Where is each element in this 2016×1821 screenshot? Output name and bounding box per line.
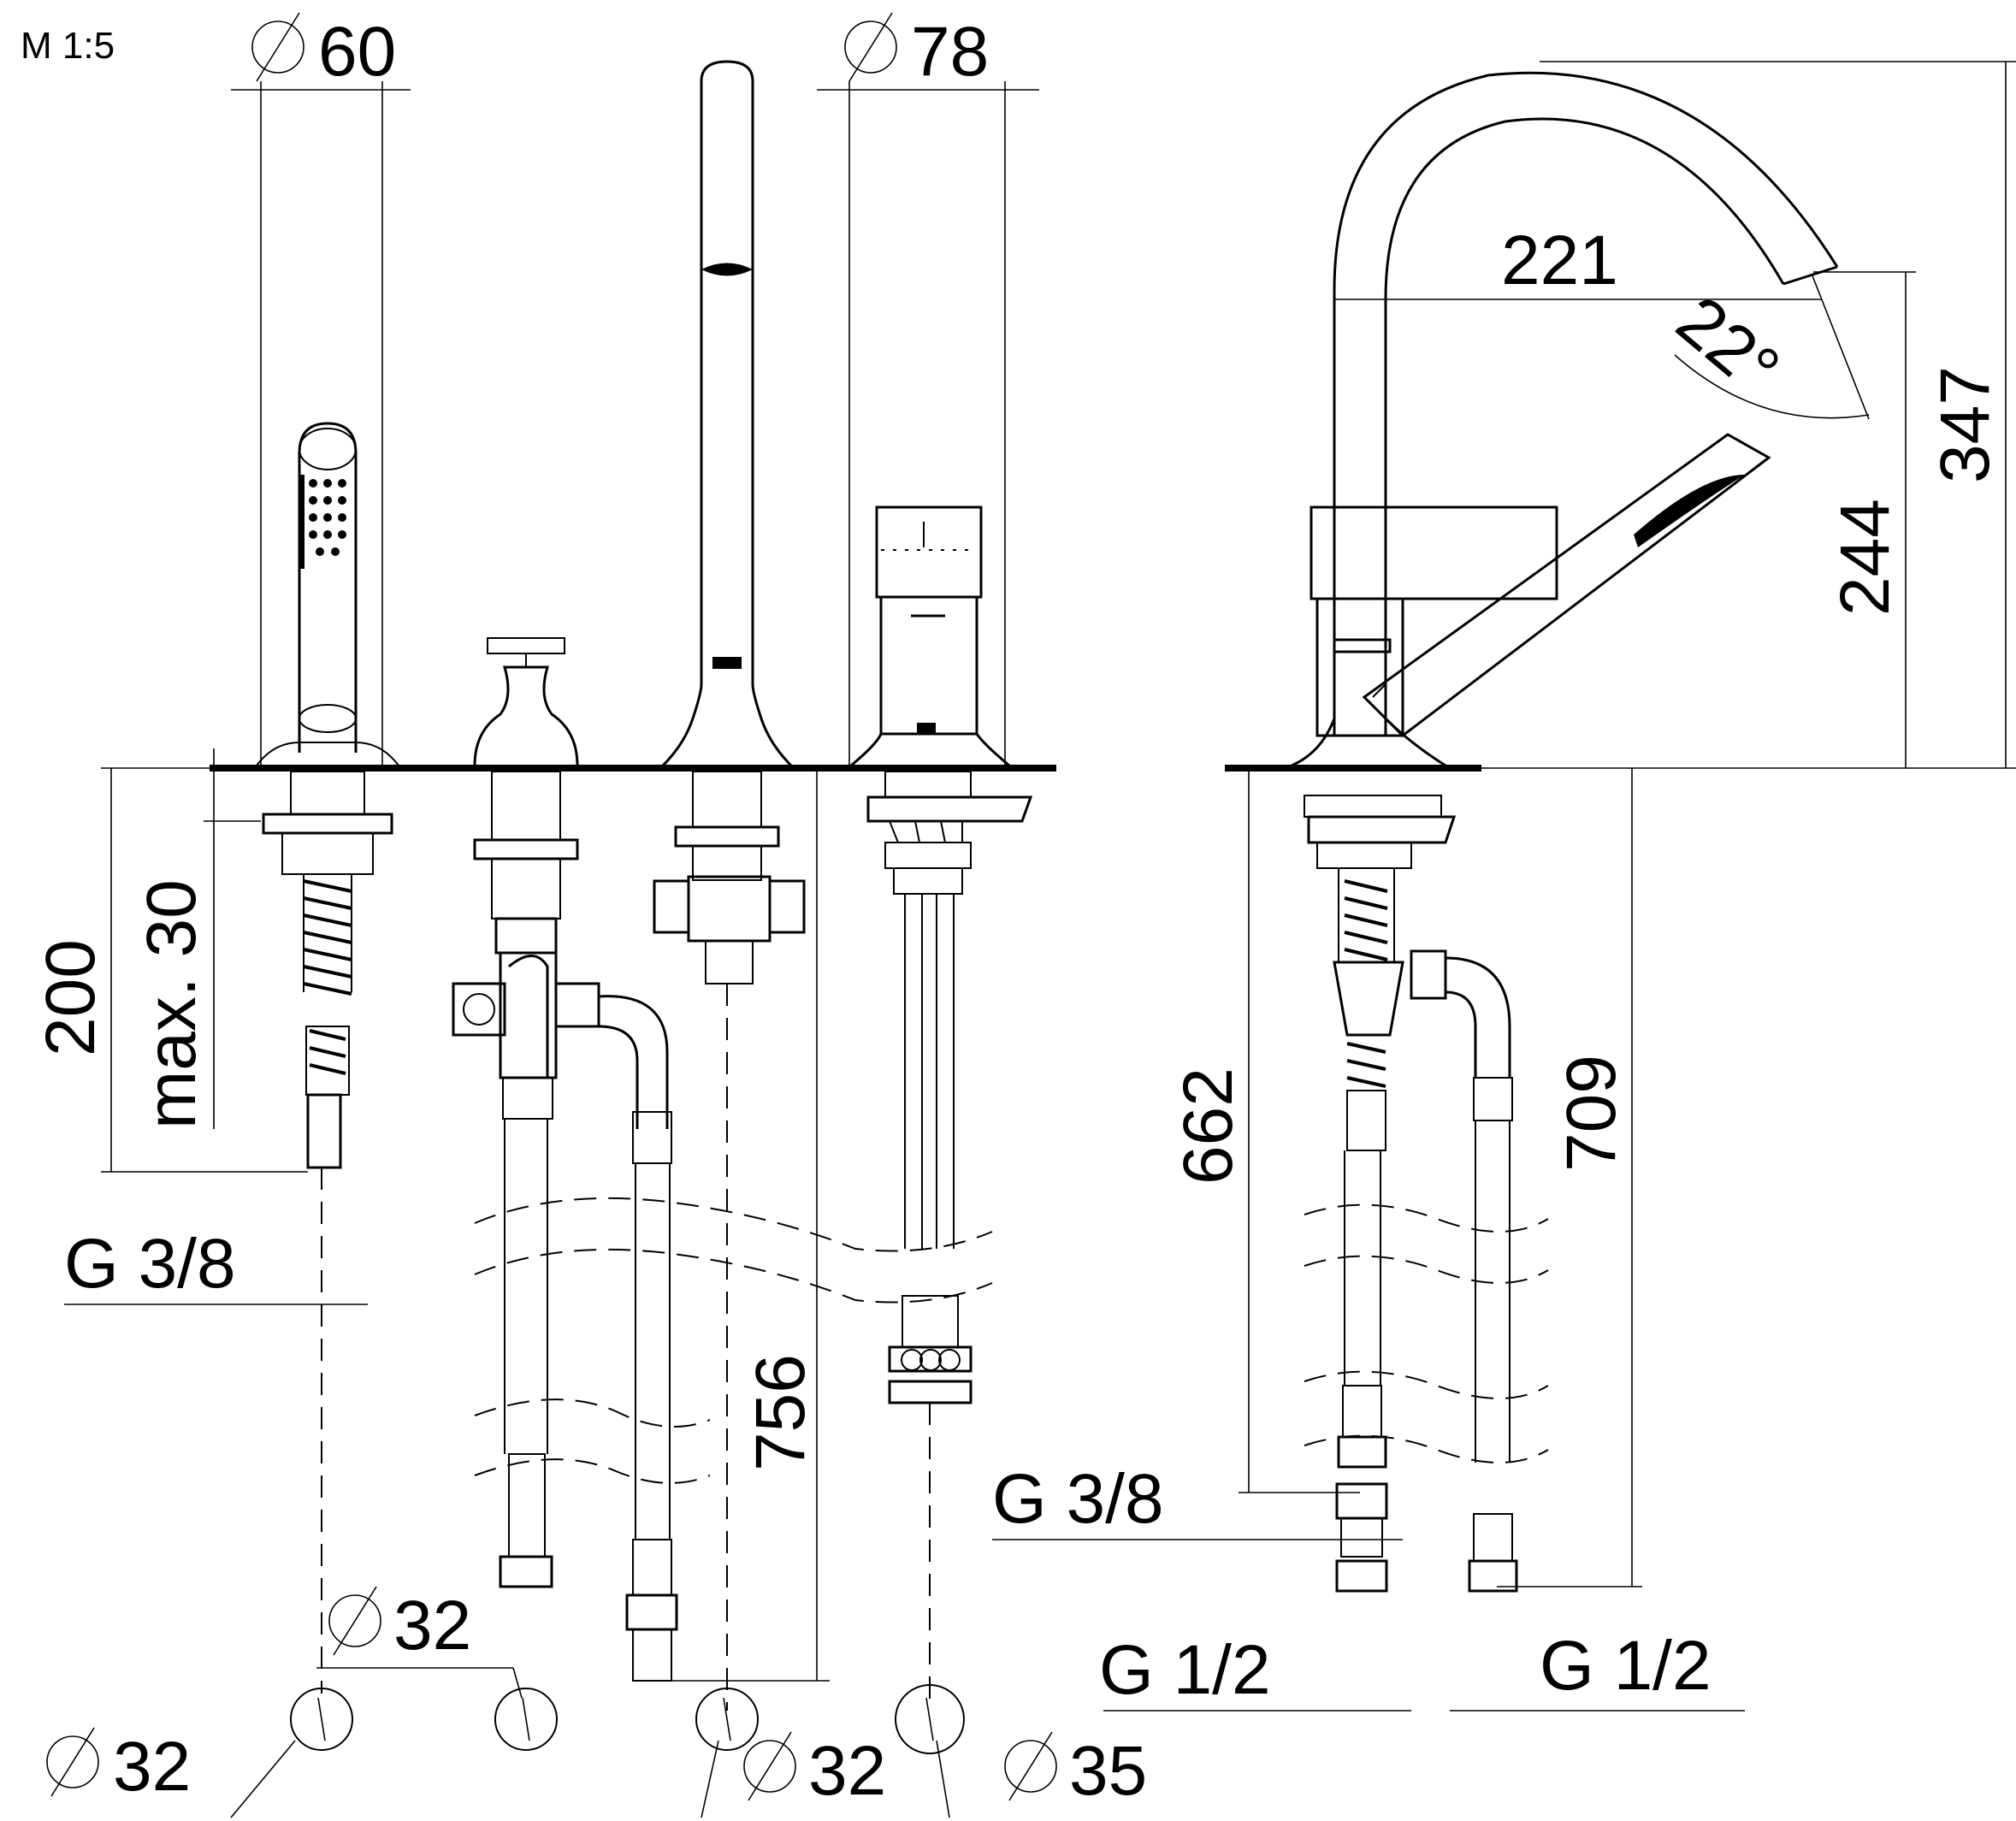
dimension-lines [64,61,2016,1818]
dim-dia-32-c: 32 [808,1732,886,1810]
dim-length-756: 756 [742,1354,819,1471]
thread-g12-b: G 1/2 [1540,1627,1712,1705]
dim-dia-32-a: 32 [393,1587,471,1664]
thread-g38-right: G 3/8 [992,1460,1164,1538]
hand-shower-side [1362,433,1771,737]
dim-reach-221: 221 [1501,222,1618,299]
thread-g12-a: G 1/2 [1099,1631,1271,1709]
shower-spray-icon [1634,475,1745,547]
dim-dia-78: 78 [911,13,989,91]
dim-length-709: 709 [1552,1055,1630,1172]
hole-circles [290,1684,965,1754]
dimension-labels: 60 78 32 32 32 35 200 max. 30 G 3/8 756 … [32,12,2004,1810]
spout-side [1291,71,1839,767]
dim-height-347: 347 [1926,366,2004,483]
dim-dia-32-b: 32 [113,1728,191,1806]
spray-nozzle-icon [299,475,304,569]
break-lines-front [474,1197,993,1484]
dim-max-30: max. 30 [133,879,210,1129]
diverter-valve-front [452,637,678,1682]
dim-height-200: 200 [32,939,109,1056]
dim-angle-22: 22° [1662,281,1793,409]
diameter-symbol-icon [743,1731,796,1801]
break-lines-side [1304,1203,1549,1463]
dim-height-244: 244 [1826,499,1904,616]
dim-dia-60: 60 [318,13,396,91]
thread-g38-left: G 3/8 [64,1225,236,1303]
scale-label: M 1:5 [21,25,115,67]
diameter-symbol-icon [328,1586,381,1656]
diameter-symbol-icon [1004,1731,1057,1801]
dim-length-662: 662 [1169,1067,1247,1185]
side-underdeck [1304,795,1518,1593]
hand-shower-front [256,422,399,1694]
dim-dia-35: 35 [1069,1732,1147,1810]
spout-front [653,60,806,1711]
diameter-symbol-icon [46,1727,99,1797]
diameter-symbol-icon [251,12,304,82]
spout-outlet-icon [701,263,753,276]
mixer-front [850,506,1033,1702]
diameter-symbol-icon [844,12,897,82]
